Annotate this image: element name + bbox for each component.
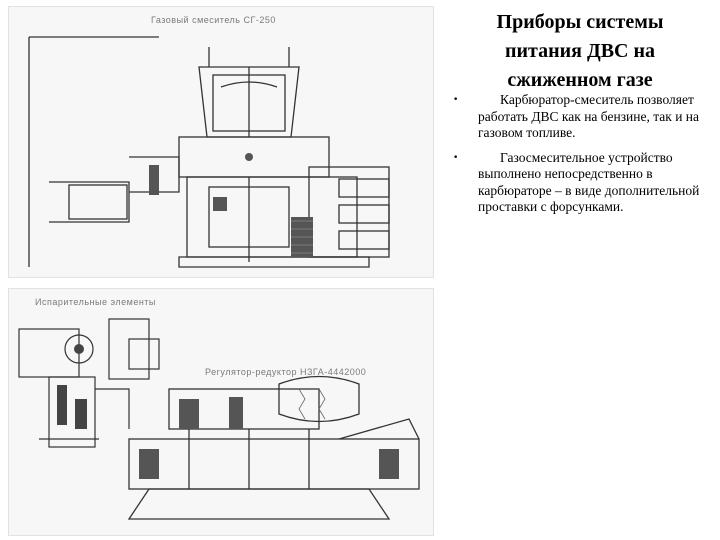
bullet-list: • Карбюратор-смеситель позволяет работат… <box>448 92 710 224</box>
bullet-icon: • <box>453 152 459 163</box>
bullet-item: • Газосмесительное устройство выполнено … <box>448 150 710 216</box>
bullet-text: Карбюратор-смеситель позволяет работать … <box>478 92 700 140</box>
evaporator-caption: Испарительные элементы <box>35 297 156 307</box>
bullet-text: Газосмесительное устройство выполнено не… <box>478 149 700 215</box>
mixer-cross-section-image <box>28 36 390 268</box>
mixer-drawing: Газовый смеситель СГ-250 <box>8 6 434 278</box>
bullet-item: • Карбюратор-смеситель позволяет работат… <box>448 92 710 142</box>
regulator-caption: Регулятор-редуктор НЗГА-4442000 <box>205 367 367 377</box>
slide-title: Приборы системы питания ДВС на сжиженном… <box>496 11 664 91</box>
bullet-icon: • <box>453 95 459 105</box>
regulator-cross-section-image <box>18 318 420 520</box>
mixer-drawing-caption: Газовый смеситель СГ-250 <box>151 15 276 25</box>
regulator-drawing: Испарительные элементы Регулятор-редукто… <box>8 288 434 536</box>
